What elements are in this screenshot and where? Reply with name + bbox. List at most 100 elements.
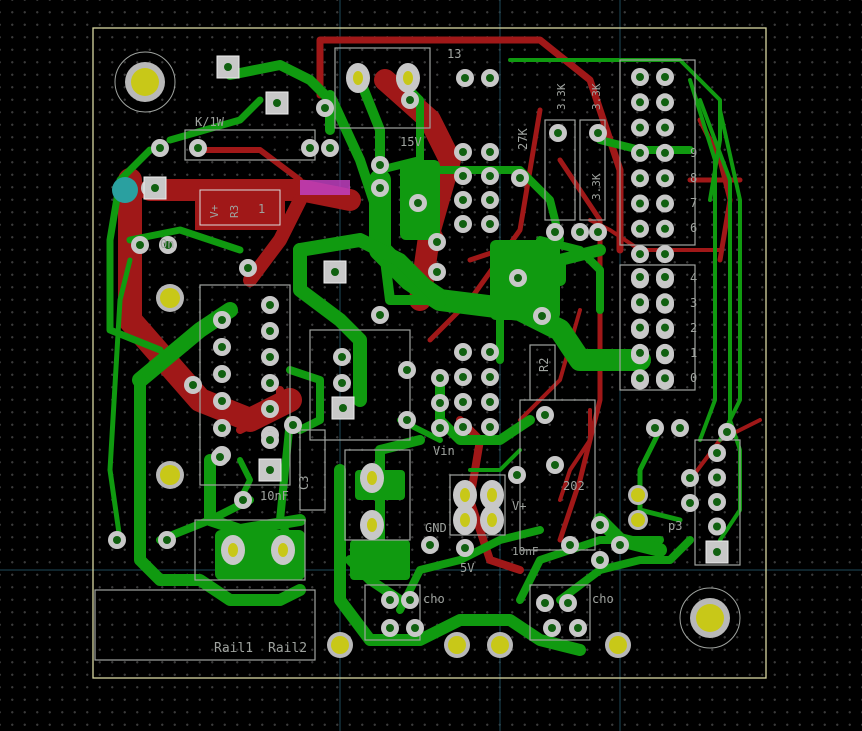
pad-drill-hole — [338, 353, 346, 361]
pad-drill-hole — [460, 488, 470, 502]
pad-drill-hole — [551, 461, 559, 469]
pad-drill-hole — [594, 228, 602, 236]
pad-drill-hole — [661, 199, 669, 208]
pad-drill-hole — [661, 273, 669, 281]
pad-drill-hole — [218, 343, 226, 351]
pad-drill-hole — [459, 172, 467, 180]
pad-drill-hole — [289, 421, 297, 429]
pad-drill-hole — [636, 250, 644, 259]
pad-drill-hole — [564, 599, 572, 607]
pad-drill-hole — [331, 268, 339, 276]
pad-drill-hole — [339, 404, 347, 412]
label-3-3k-b: 3.3K — [590, 83, 603, 110]
pad-drill-hole — [566, 541, 574, 549]
label-cho-a: cho — [423, 592, 445, 606]
pad-drill-hole — [414, 199, 422, 207]
label-2: 2 — [690, 321, 697, 335]
pad-drill-hole — [239, 496, 247, 504]
pad-drill-hole — [661, 250, 669, 259]
pad-drill-hole — [436, 424, 444, 432]
pad-drill-hole — [486, 373, 494, 381]
pad-drill-hole — [459, 348, 467, 356]
board-outline[interactable] — [92, 27, 767, 679]
pad-drill-hole — [636, 348, 644, 357]
label-5v: 5V — [460, 561, 474, 575]
pad-drill-hole — [594, 129, 602, 137]
pad-drill-hole — [661, 298, 669, 307]
pad-drill-hole — [486, 172, 494, 180]
pad-drill-hole — [636, 174, 644, 183]
pad-drill-hole — [433, 268, 441, 276]
pad-drill-hole — [367, 471, 377, 485]
pad-drill-hole — [661, 148, 669, 157]
label-7: 7 — [690, 196, 697, 210]
pad-drill-hole — [189, 381, 197, 389]
pad-drill-hole — [136, 241, 144, 249]
pad-drill-hole — [661, 348, 669, 357]
pad-drill-hole — [636, 298, 644, 307]
pad-drill-hole — [151, 184, 159, 192]
label-rating: K/1W — [195, 115, 225, 129]
label-4: 4 — [690, 271, 697, 285]
resistor-r3[interactable] — [195, 185, 285, 230]
pad-drill-hole — [460, 513, 470, 527]
pad-drill-hole — [461, 74, 469, 82]
pad-drill-hole — [459, 196, 467, 204]
pad-drill-hole — [218, 424, 226, 432]
pad-drill-hole — [486, 423, 494, 431]
pad-drill-hole — [459, 220, 467, 228]
pad-drill-hole — [548, 624, 556, 632]
pad-drill-hole — [486, 196, 494, 204]
pad-drill-hole — [376, 184, 384, 192]
pad-drill-hole — [486, 220, 494, 228]
pad-drill-hole — [686, 499, 694, 507]
pad-drill-hole — [433, 238, 441, 246]
pad-drill-hole — [676, 424, 684, 432]
pad-drill-hole — [156, 144, 164, 152]
pad-drill-hole — [266, 466, 274, 474]
pad-drill-hole — [486, 74, 494, 82]
pad-drill-hole — [636, 224, 644, 233]
pad-drill-hole — [487, 488, 497, 502]
label-r2: R2 — [537, 358, 551, 372]
pad-drill-hole — [661, 73, 669, 81]
pad-drill-hole — [386, 596, 394, 604]
label-rail2: Rail2 — [268, 641, 307, 656]
pad-drill-hole — [218, 316, 226, 324]
pad-drill-hole — [661, 374, 669, 383]
pad-drill-hole — [403, 416, 411, 424]
pad-drill-hole — [164, 241, 172, 249]
pad-drill-hole — [551, 228, 559, 236]
pad-drill-hole — [554, 129, 562, 137]
pad-drill-hole — [541, 599, 549, 607]
pad-drill-hole — [426, 541, 434, 549]
pad-drill-hole — [713, 498, 721, 506]
pad-drill-hole — [636, 73, 644, 81]
label-10nf-b: 10nF — [512, 545, 539, 558]
pad-drill-hole — [266, 379, 274, 387]
pads[interactable] — [108, 55, 736, 637]
pad-drill-hole — [541, 411, 549, 419]
pad-drill-hole — [516, 174, 524, 182]
pad-drill-hole — [403, 71, 413, 85]
pad-drill-hole — [596, 556, 604, 564]
pad-drill-hole — [487, 513, 497, 527]
pad-drill-hole — [244, 264, 252, 272]
label-6: 6 — [690, 221, 697, 235]
pad-drill-hole — [411, 624, 419, 632]
pad-drill-hole — [616, 541, 624, 549]
pad-drill-hole — [218, 370, 226, 378]
pad-drill-hole — [306, 144, 314, 152]
label-1: 1 — [690, 346, 697, 360]
pad-drill-hole — [386, 624, 394, 632]
selected-segment[interactable] — [300, 180, 350, 195]
label-rail1: Rail1 — [214, 641, 253, 656]
mounting-holes[interactable] — [112, 51, 741, 658]
pad-drill-hole — [406, 96, 414, 104]
pad-drill-hole — [713, 449, 721, 457]
pad-drill-hole — [459, 398, 467, 406]
pad-drill-hole — [266, 327, 274, 335]
pad-drill-hole — [713, 522, 721, 531]
